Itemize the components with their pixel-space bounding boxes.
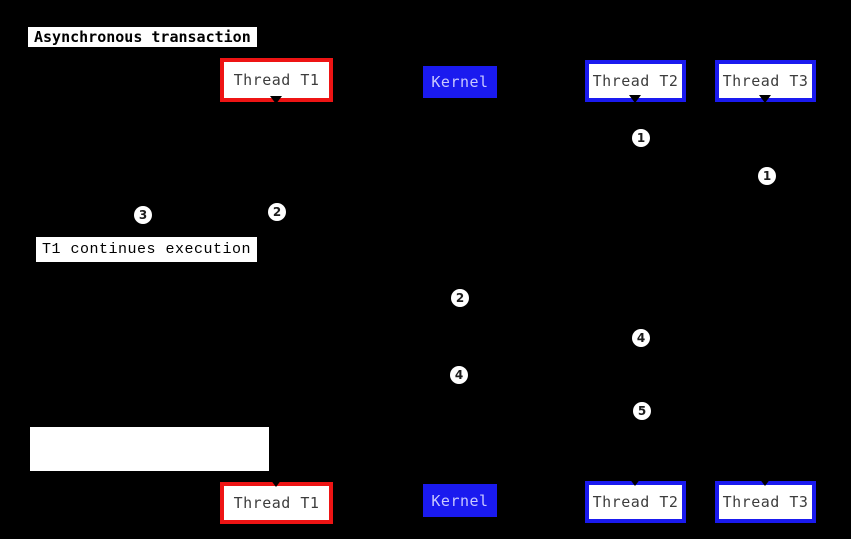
sequence-marker: 1 [758,167,776,185]
participant-kernel-bottom: Kernel [423,484,497,517]
lifeline-arrowhead-icon [270,96,282,104]
participant-thread-t1-bottom: Thread T1 [220,482,333,524]
sequence-marker: 5 [633,402,651,420]
note-t1-continues: T1 continues execution [36,237,257,262]
participant-label: Thread T1 [233,71,320,89]
participant-label: Thread T2 [592,72,679,90]
sequence-marker: 4 [632,329,650,347]
participant-label: Thread T3 [722,72,809,90]
participant-label: Thread T3 [722,493,809,511]
lifeline-arrowhead-icon [759,95,771,103]
lifeline-arrowhead-icon [270,479,282,487]
participant-kernel-top: Kernel [423,66,497,98]
participant-thread-t1-top: Thread T1 [220,58,333,102]
sequence-marker: 2 [451,289,469,307]
lifeline-arrowhead-icon [629,478,641,486]
sequence-marker: 4 [450,366,468,384]
participant-label: Kernel [431,491,489,510]
participant-label: Thread T1 [233,494,320,512]
participant-thread-t2-bottom: Thread T2 [585,481,686,523]
note-blank [30,427,269,471]
participant-label: Kernel [431,73,489,91]
sequence-marker: 1 [632,129,650,147]
sequence-marker: 2 [268,203,286,221]
participant-label: Thread T2 [592,493,679,511]
lifeline-arrowhead-icon [759,478,771,486]
sequence-marker: 3 [134,206,152,224]
participant-thread-t3-bottom: Thread T3 [715,481,816,523]
lifeline-arrowhead-icon [629,95,641,103]
diagram-title: Asynchronous transaction [28,27,257,47]
